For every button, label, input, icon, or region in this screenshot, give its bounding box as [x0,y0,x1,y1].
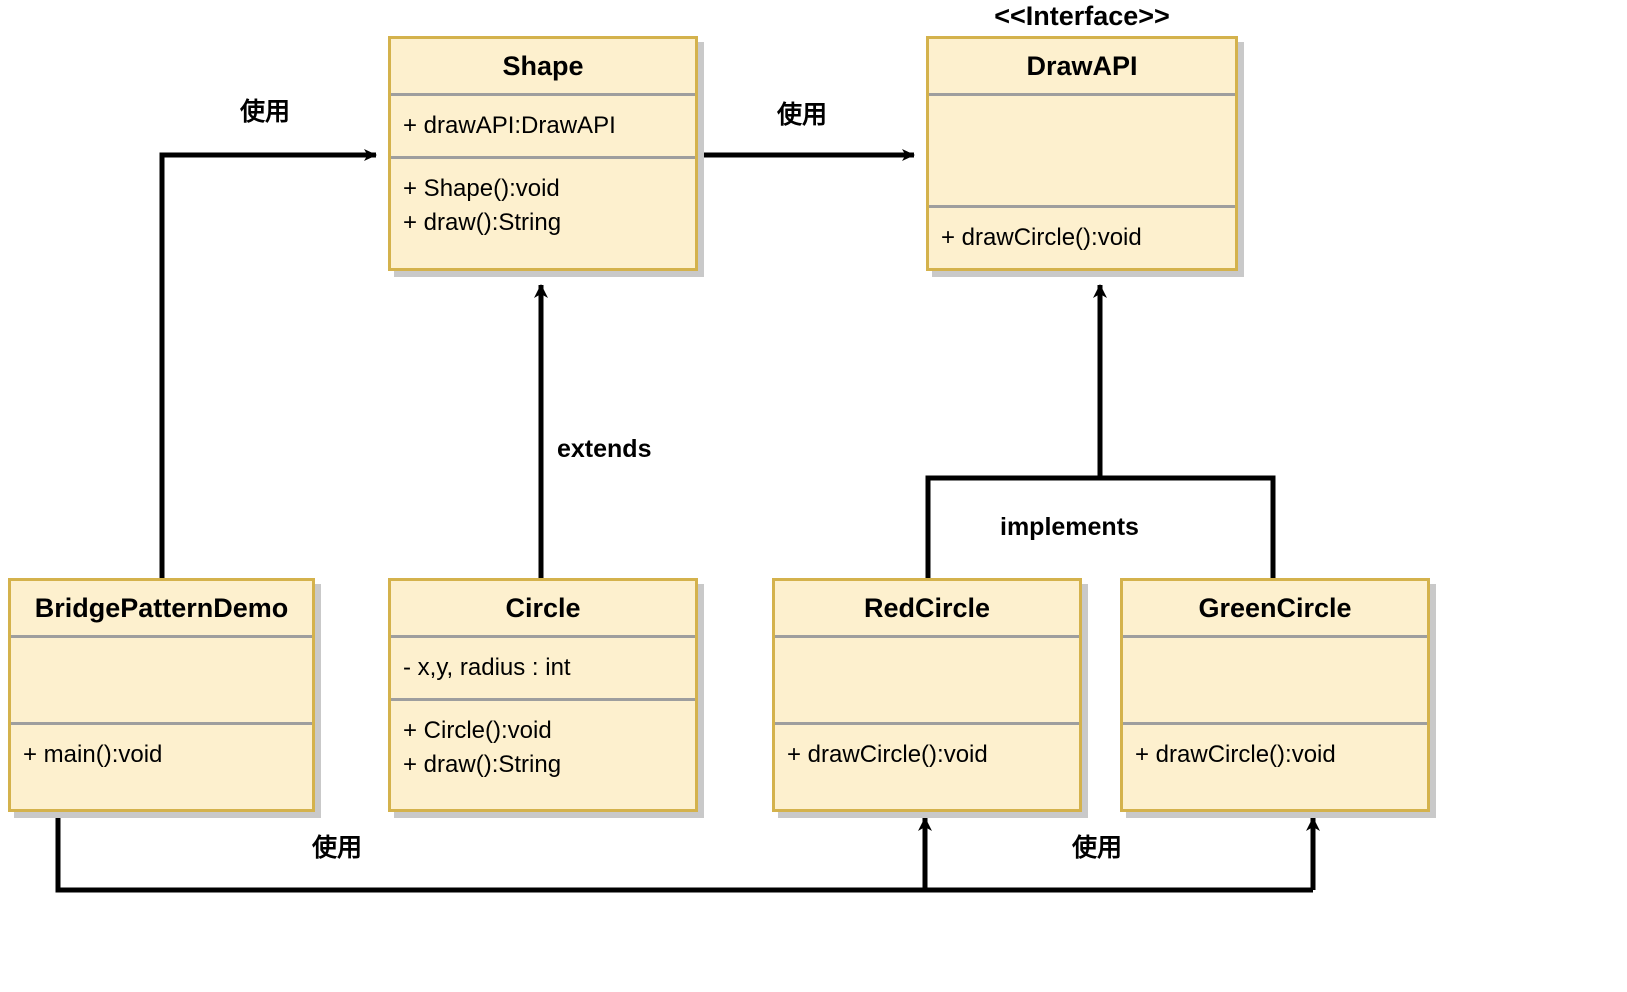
class-name-redcircle: RedCircle [863,593,991,623]
compartment-separator [929,93,1235,96]
compartment-separator [775,635,1079,638]
compartment-separator [1123,635,1427,638]
compartment-separator [1123,722,1427,725]
attribute-row: + drawAPI:DrawAPI [403,112,616,139]
class-methods-greencircle: + drawCircle():void [1123,725,1427,809]
method-row: + Shape():void [403,175,560,203]
edge-label-demo-uses-greencircle: 使用 [1072,834,1123,862]
edge-label-circles-implements-drawapi: implements [1000,513,1139,541]
edge-label-demo-uses-redcircle: 使用 [312,834,363,862]
class-methods-drawapi: + drawCircle():void [929,208,1235,268]
class-methods-bridgepatterndemo: + main():void [11,725,312,809]
class-attributes-bridgepatterndemo [11,638,312,722]
class-name-circle: Circle [505,593,581,623]
class-name-shape: Shape [502,51,584,81]
edge-label-circle-extends-shape: extends [557,435,652,463]
method-row: + Circle():void [403,717,552,745]
class-box-circle[interactable]: Circle - x,y, radius : int + Circle():vo… [388,578,698,812]
class-attributes-circle: - x,y, radius : int [391,638,695,698]
class-attributes-redcircle [775,638,1079,722]
class-methods-shape: + Shape():void + draw():String [391,159,695,253]
method-row: + drawCircle():void [941,223,1142,251]
edge-demo-uses-circles [55,812,1320,893]
class-box-drawapi[interactable]: DrawAPI + drawCircle():void [926,36,1238,271]
class-methods-redcircle: + drawCircle():void [775,725,1079,809]
edge-label-shape-uses-drawapi: 使用 [777,101,828,129]
compartment-separator [391,698,695,702]
compartment-separator [11,635,312,638]
compartment-separator [929,204,1235,208]
class-name-drawapi: DrawAPI [1026,51,1138,81]
class-attributes-greencircle [1123,638,1427,722]
drawapi-stereotype-label: <<Interface>> [994,1,1170,31]
class-name-greencircle: GreenCircle [1198,593,1352,623]
class-box-bridgepatterndemo[interactable]: BridgePatternDemo + main():void [8,578,315,812]
method-row: + draw():String [403,209,562,237]
attribute-row: - x,y, radius : int [403,654,571,681]
method-row: + drawCircle():void [787,741,988,768]
class-methods-circle: + Circle():void + draw():String [391,701,695,795]
class-box-redcircle[interactable]: RedCircle + drawCircle():void [772,578,1082,812]
compartment-separator [391,156,695,160]
class-box-shape[interactable]: Shape + drawAPI:DrawAPI + Shape():void +… [388,36,698,271]
compartment-separator [391,93,695,96]
compartment-separator [11,722,312,725]
class-name-bridgepatterndemo: BridgePatternDemo [34,593,289,623]
class-attributes-drawapi [929,96,1235,205]
method-row: + drawCircle():void [1135,741,1336,768]
method-row: + draw():String [403,751,562,779]
class-box-greencircle[interactable]: GreenCircle + drawCircle():void [1120,578,1430,812]
edge-label-demo-uses-shape: 使用 [240,98,291,126]
edge-demo-uses-shape [159,149,377,578]
method-row: + main():void [23,741,163,768]
compartment-separator [775,722,1079,725]
class-attributes-shape: + drawAPI:DrawAPI [391,96,695,156]
compartment-separator [391,635,695,638]
